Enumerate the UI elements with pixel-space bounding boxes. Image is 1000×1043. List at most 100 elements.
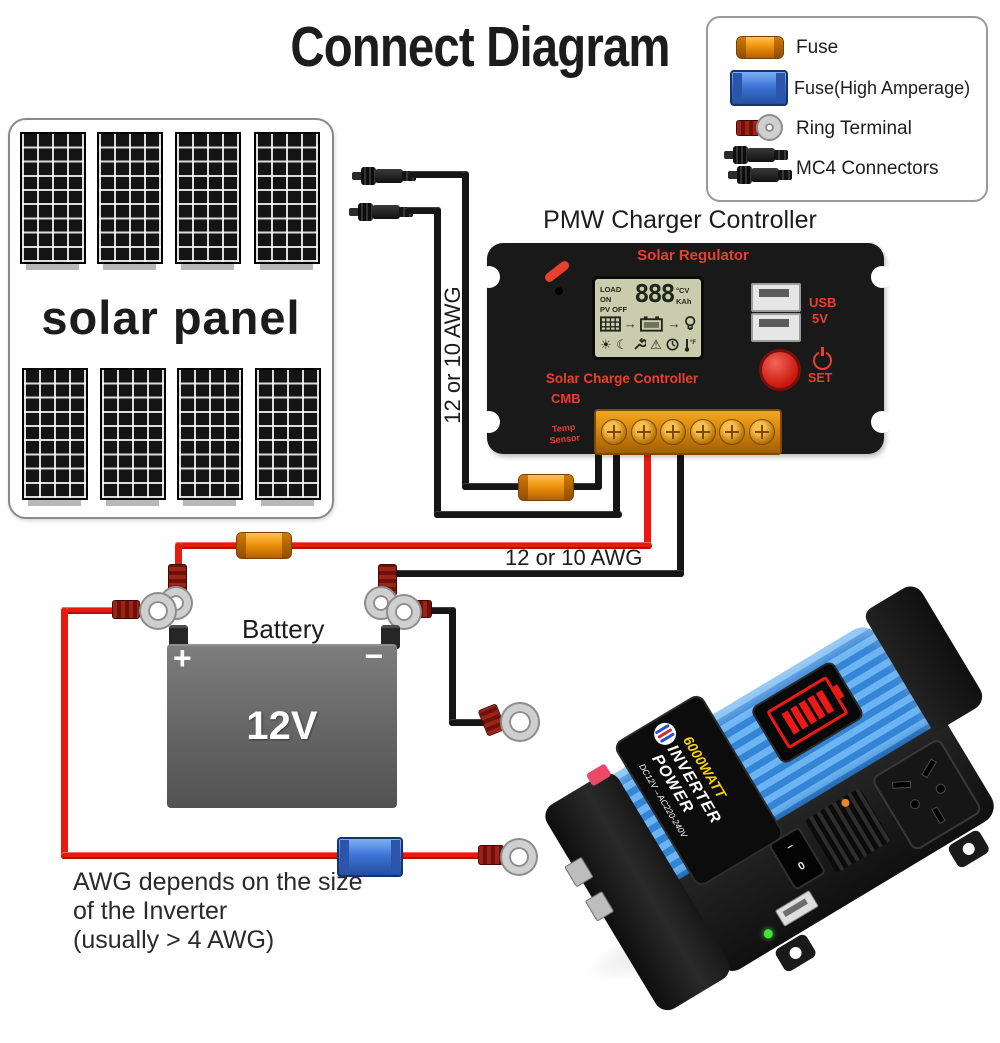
legend-label-ring-terminal: Ring Terminal [796,118,912,139]
lcd-temperature-icon: °F [684,338,696,352]
ring-terminal-ring-icon [758,116,781,139]
lcd-bulb-icon [684,315,695,330]
wire-inverter-negative-h1 [418,607,456,614]
usb-label: USB [809,295,837,310]
wire-label-pv-awg: 12 or 10 AWG [440,286,465,424]
terminal-screw [689,419,716,445]
legend-label-mc4: MC4 Connectors [796,158,939,179]
pencil-icon [543,259,571,284]
wire-inverter-negative-v [449,607,456,726]
wire-battery-positive-h [175,542,652,549]
lcd-wrench-icon [633,338,646,350]
wire-pv-a-v [462,171,469,490]
lcd-solar-panel-icon [600,315,621,332]
set-label: SET [808,371,833,385]
solar-panel-module [20,132,86,270]
wire-pv-b-h1 [405,207,441,214]
solar-panel-module [255,368,321,506]
solar-panel-module [97,132,163,270]
lcd-clock-icon [666,338,679,351]
controller-model: CMB [551,391,581,406]
wire-inverter-positive-h1 [61,607,119,614]
wire-pv-b-h2 [434,511,622,518]
svg-text:°F: °F [690,340,696,346]
mc4-connector-negative [349,203,413,221]
battery-body: + − 12V [167,638,397,808]
battery-voltage: 12V [246,704,318,748]
terminal-screw [601,419,627,445]
terminal-screw [748,419,775,445]
controller-header: Solar Regulator [637,247,749,264]
fuse-icon [736,36,784,59]
solar-panel-box: solar panel [8,118,334,519]
usb-port [751,313,801,342]
wire-pv-b-up [613,452,620,518]
lcd-arrow-icon: → [667,316,681,331]
ring-terminal [141,594,175,628]
battery-negative-sign: − [364,638,383,674]
terminal-screw [719,419,746,445]
ring-terminal-crimp [478,845,504,865]
battery-positive-sign: + [173,640,192,676]
connect-diagram: Connect Diagram Fuse Fuse(High Amperage)… [0,0,1000,1000]
mc4-connector-positive [352,167,416,185]
lcd-digits: 888 [634,279,675,308]
terminal-block [594,409,782,455]
ring-terminal [502,704,538,740]
wire-battery-negative-v [677,452,684,577]
legend-label-fuse-high: Fuse(High Amperage) [794,78,971,98]
ring-terminal [502,840,536,874]
mounting-hole [478,411,500,433]
lcd-unit-kah: KAh [676,297,692,307]
wire-pv-a-up [595,452,602,490]
solar-panel-label: solar panel [41,291,301,344]
battery-label: Battery [242,614,325,644]
solar-panel-module [177,368,243,506]
wire-pv-a-h1 [408,171,468,178]
wire-battery-positive-v [644,452,651,549]
legend-box: Fuse Fuse(High Amperage) Ring Terminal M… [706,16,988,202]
wire-battery-negative-h [386,570,684,577]
battery-negative-post [381,625,400,649]
lcd-sun-icon: ☀ [600,336,612,352]
lcd-display: LOAD ON PV OFF 888 °CV KAh → → ☀ ☾ [592,276,704,360]
mounting-hole [871,266,893,288]
mc4-connector-icon [724,146,788,164]
lcd-battery-icon [639,315,663,332]
wire-inverter-positive-h2 [61,852,487,859]
temp-sensor-label: Temp Sensor [549,421,581,446]
terminal-screw [660,419,687,445]
ring-terminal-icon [736,120,760,136]
page-title: Connect Diagram [290,15,670,79]
usb-port [751,283,801,312]
set-button [759,349,801,391]
mc4-connector-icon [728,166,792,184]
solar-panel-module [254,132,320,270]
battery-positive-post [169,625,188,649]
wire-battery-positive-drop [175,542,182,574]
solar-panel-module [22,368,88,506]
lcd-load-on: LOAD ON [600,285,622,304]
ring-terminal [388,596,420,628]
inverter-high-amperage-fuse [337,837,403,877]
solar-panel-module [100,368,166,506]
pv-fuse [518,474,574,501]
indicator-hole [555,287,563,295]
usb-voltage-label: 5V [812,311,828,326]
terminal-screw [630,419,657,445]
lcd-arrow-icon: → [623,316,637,331]
lcd-unit-cv: °CV [676,286,690,295]
battery-fuse [236,532,292,559]
lcd-moon-icon: ☾ [616,336,628,352]
dc-terminal [564,856,594,888]
lcd-pv-off: PV OFF [600,304,628,314]
dc-terminal [584,890,615,922]
controller-name: Solar Charge Controller [545,371,699,386]
mounting-hole [871,411,893,433]
awg-note: AWG depends on the size of the Inverter … [73,868,363,954]
wire-inverter-positive-v [61,607,68,859]
solar-panel-module [175,132,241,270]
wire-inverter-negative-h2 [449,719,491,726]
red-tab [585,763,612,787]
controller-title: PMW Charger Controller [543,206,817,234]
